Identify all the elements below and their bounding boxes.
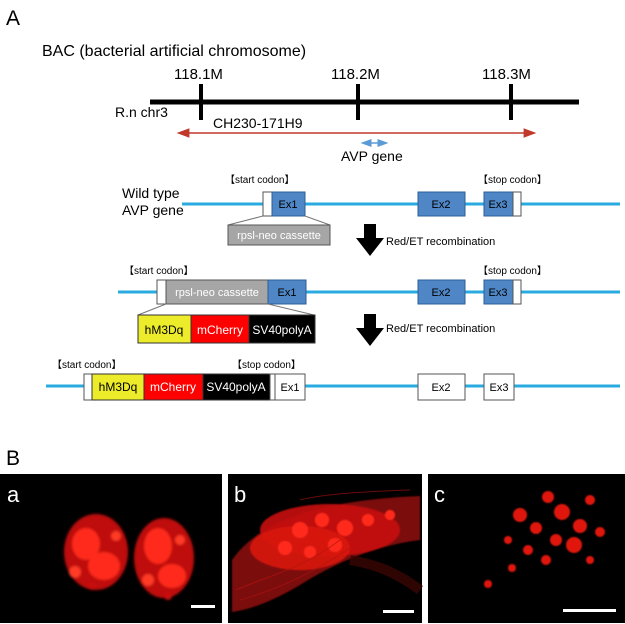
int-sv40-label: SV40polyA <box>252 323 311 337</box>
panel-b-label: B <box>6 447 20 470</box>
wt-exon-3-label: Ex3 <box>489 199 508 211</box>
wt-exon-1-label: Ex1 <box>279 199 298 211</box>
int-utr-right <box>512 279 522 305</box>
panel-a-label: A <box>6 7 20 30</box>
wt-exon-2 <box>417 191 466 217</box>
int-mcherry <box>190 314 250 344</box>
step2-down-arrow <box>356 314 384 346</box>
scale-bar-a <box>191 605 215 608</box>
wt-exon-1 <box>271 191 306 217</box>
tick-label-3: 118.3M <box>482 66 531 83</box>
guide-line-right-2 <box>267 303 315 316</box>
wt-exon-2-label: Ex2 <box>432 199 451 211</box>
final-utr-mid <box>269 373 276 401</box>
wt-start-codon: 【start codon】 <box>225 174 294 186</box>
step1-label: Red/ET recombination <box>386 236 495 248</box>
micrograph-a <box>0 474 222 623</box>
wt-exon-3 <box>483 191 514 217</box>
scale-bar-c <box>563 609 616 612</box>
int-cassette-label: rpsl-neo cassette <box>175 287 259 299</box>
int-mcherry-label: mCherry <box>197 323 243 337</box>
tick-label-2: 118.2M <box>331 66 380 83</box>
int-cassette <box>165 279 269 305</box>
int-hm3dq-label: hM3Dq <box>145 323 184 337</box>
final-exon-2 <box>417 373 466 401</box>
wild-type-label-2: AVP gene <box>122 202 184 218</box>
final-exon-3-label: Ex3 <box>490 382 509 394</box>
final-utr-left <box>83 373 93 401</box>
scale-bar-b <box>383 610 414 613</box>
chromosome-label: R.n chr3 <box>115 104 168 120</box>
int-exon-1 <box>267 279 307 305</box>
final-exon-1 <box>274 373 306 401</box>
int-exon-2 <box>417 279 466 305</box>
bac-clone-label: CH230-171H9 <box>213 115 303 131</box>
final-sv40-label: SV40polyA <box>206 380 265 394</box>
int-exon-3 <box>483 279 514 305</box>
micrograph-c <box>428 474 625 623</box>
final-exon-2-label: Ex2 <box>432 382 451 394</box>
rpsl-neo-insert-label: rpsl-neo cassette <box>237 230 321 242</box>
final-hm3dq <box>91 373 145 401</box>
step2-label: Red/ET recombination <box>386 323 495 335</box>
image-b-label: b <box>234 482 246 507</box>
final-exon-3 <box>483 373 515 401</box>
final-stop-codon: 【stop codon】 <box>232 359 301 371</box>
guide-line-right <box>304 215 331 226</box>
final-mcherry-label: mCherry <box>150 380 196 394</box>
wt-utr-right <box>512 191 522 217</box>
int-sv40 <box>248 314 316 344</box>
int-start-codon: 【start codon】 <box>124 265 193 277</box>
guide-line-left <box>227 215 264 226</box>
final-hm3dq-label: hM3Dq <box>99 380 138 394</box>
rpsl-neo-insert <box>227 224 331 246</box>
tick-label-1: 118.1M <box>174 66 223 83</box>
int-utr-left <box>156 279 167 305</box>
int-exon-1-label: Ex1 <box>278 287 297 299</box>
micrograph-b <box>228 474 423 623</box>
step1-down-arrow <box>356 224 384 256</box>
int-stop-codon: 【stop codon】 <box>478 265 547 277</box>
image-a-label: a <box>7 482 20 507</box>
bac-title: BAC (bacterial artificial chromosome) <box>42 43 306 60</box>
final-start-codon: 【start codon】 <box>52 359 121 371</box>
guide-line-left-2 <box>137 303 167 316</box>
final-sv40 <box>202 373 271 401</box>
image-c-label: c <box>434 482 445 507</box>
wt-stop-codon: 【stop codon】 <box>478 174 547 186</box>
gene-label: AVP gene <box>341 148 403 164</box>
final-exon-1-label: Ex1 <box>281 382 300 394</box>
wt-utr-left <box>262 191 273 217</box>
int-exon-2-label: Ex2 <box>432 287 451 299</box>
int-exon-3-label: Ex3 <box>489 287 508 299</box>
wild-type-label-1: Wild type <box>122 185 180 201</box>
